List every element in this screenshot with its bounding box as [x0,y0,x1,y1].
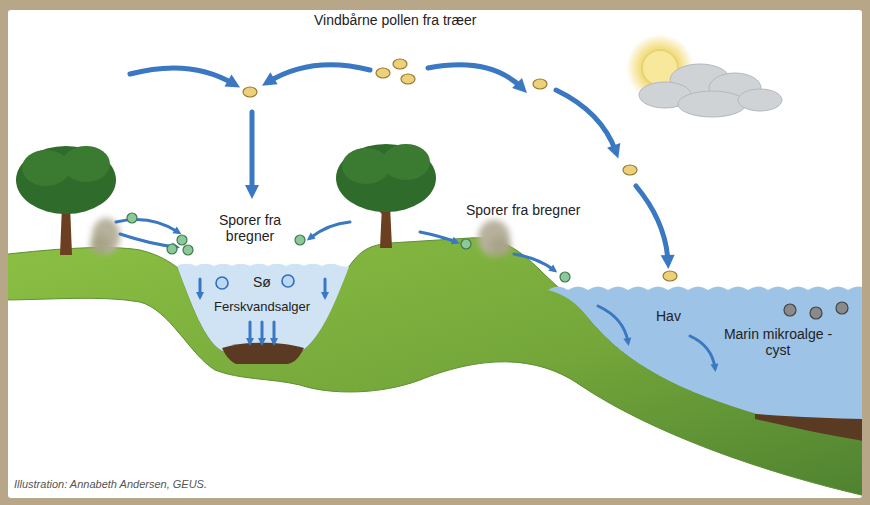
pollen-grain [243,59,677,281]
illustration-label: Marin mikroalge - cyst [719,326,837,358]
illustration-label: Vindbårne pollen fra træer [314,12,476,28]
lake-water [177,264,349,352]
illustration-label: Sø [253,274,271,290]
fern-spore [127,213,570,282]
flow-arrow [116,220,715,368]
sun-and-clouds [626,34,782,117]
tree [16,146,116,255]
marine-cyst [784,302,848,319]
illustration-label: Hav [656,308,681,324]
illustration-label: Sporer fra bregner [466,202,580,218]
figure-caption: Illustration: Annabeth Andersen, GEUS. [14,478,207,490]
flow-arrow [130,65,668,262]
sea-sediment [755,414,862,442]
illustration-label: Sporer fra bregner [209,212,291,244]
fern [478,220,511,256]
lake-sediment [222,343,304,364]
illustration-label: Ferskvandsalger [214,300,310,315]
land [8,238,862,497]
